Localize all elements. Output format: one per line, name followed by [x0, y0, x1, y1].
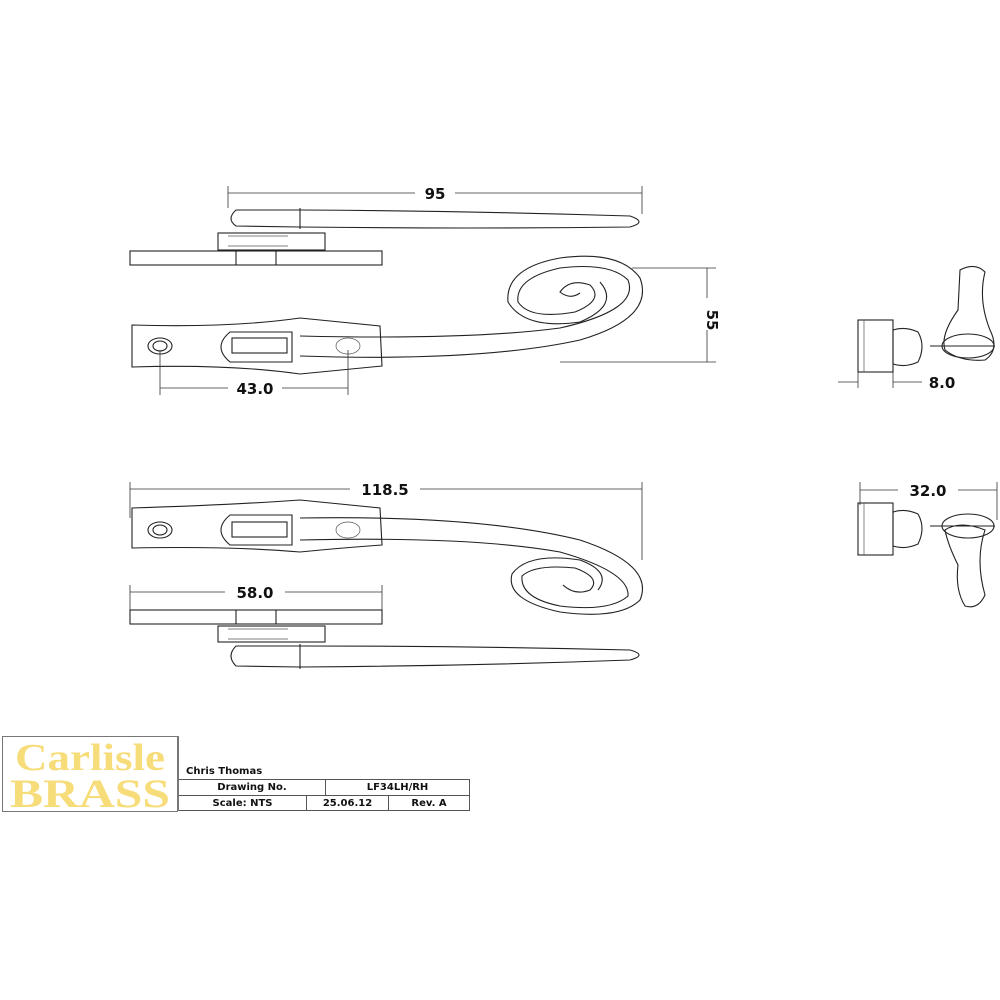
dimension-118-5: 118.5: [129, 481, 643, 560]
author-name: Chris Thomas: [186, 766, 263, 777]
svg-text:BRASS: BRASS: [10, 771, 170, 811]
plan-view-bottom: [131, 499, 644, 615]
side-elevation-bottom: [129, 609, 640, 669]
scale: Scale: NTS: [178, 795, 307, 811]
carlisle-brass-logo: Carlisle BRASS: [2, 736, 178, 812]
svg-text:8.0: 8.0: [929, 374, 956, 392]
end-view-bottom: [857, 502, 995, 608]
dimension-43: 43.0: [159, 350, 349, 398]
drawing-number: LF34LH/RH: [325, 779, 470, 796]
drawing-date: 25.06.12: [306, 795, 389, 811]
end-view-top: [857, 265, 995, 373]
dimension-58: 58.0: [129, 584, 383, 610]
svg-text:118.5: 118.5: [361, 481, 408, 499]
title-block-divider: [178, 736, 179, 811]
svg-text:Carlisle: Carlisle: [15, 737, 165, 779]
svg-text:95: 95: [425, 185, 446, 203]
dimension-8: 8.0: [838, 372, 955, 392]
plan-view-top: [131, 255, 644, 375]
drawing-no-label: Drawing No.: [178, 779, 326, 796]
dimension-32: 32.0: [859, 482, 998, 520]
svg-text:32.0: 32.0: [909, 482, 946, 500]
svg-text:55: 55: [703, 310, 721, 331]
revision: Rev. A: [388, 795, 470, 811]
dimension-95: 95: [227, 185, 643, 214]
svg-text:43.0: 43.0: [236, 380, 273, 398]
svg-text:58.0: 58.0: [236, 584, 273, 602]
dimension-55: 55: [560, 267, 721, 363]
side-elevation-top: [129, 208, 640, 266]
logo-graphic: Carlisle BRASS: [10, 737, 170, 811]
